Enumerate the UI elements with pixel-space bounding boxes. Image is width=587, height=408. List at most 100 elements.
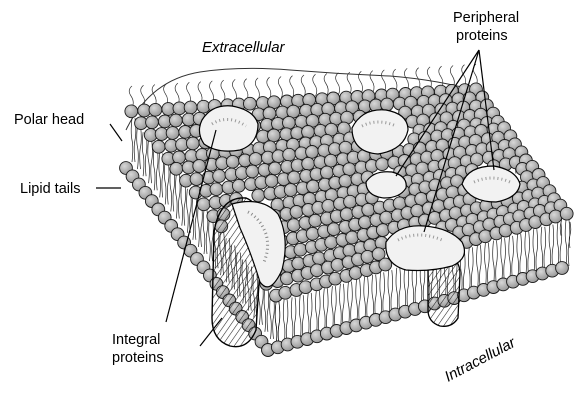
lipid-tail	[324, 74, 328, 96]
lipid-tail	[348, 282, 350, 328]
lipid-tail	[477, 245, 479, 291]
label-peripheral-line2: proteins	[456, 28, 508, 44]
polar-head	[146, 116, 159, 129]
polar-head	[311, 264, 324, 277]
polar-head	[184, 101, 197, 114]
lipid-tail	[370, 71, 374, 93]
polar-head	[376, 224, 389, 237]
label-intracellular: Intracellular	[442, 334, 519, 386]
lipid-tail	[267, 77, 271, 99]
polar-head	[269, 162, 282, 175]
lipid-tail	[517, 234, 519, 280]
polar-head	[292, 257, 305, 270]
polar-head	[331, 259, 344, 272]
polar-head	[173, 151, 186, 164]
polar-head	[149, 103, 162, 116]
lipid-tail	[565, 220, 567, 266]
polar-head	[340, 208, 353, 221]
lipid-tail	[131, 118, 133, 162]
lipid-tail	[313, 74, 317, 96]
lipid-tail	[159, 153, 161, 197]
lipid-tail	[533, 229, 535, 275]
lipid-tail	[347, 72, 351, 94]
lipid-tail	[137, 125, 139, 169]
lipid-tail	[198, 203, 200, 247]
polar-head	[344, 195, 357, 208]
polar-head	[283, 116, 296, 129]
polar-head-leader	[110, 124, 122, 141]
lipid-tail	[340, 284, 342, 330]
lipid-tail	[544, 227, 546, 273]
polar-head	[210, 183, 223, 196]
polar-head	[283, 148, 296, 161]
polar-head	[556, 262, 569, 275]
polar-head	[281, 272, 294, 285]
polar-head	[346, 231, 359, 244]
polar-head	[170, 114, 183, 127]
polar-head	[327, 223, 340, 236]
lipid-tail	[356, 279, 358, 325]
polar-head	[294, 243, 307, 256]
polar-head	[246, 165, 259, 178]
polar-head	[306, 227, 319, 240]
lipid-tail	[267, 288, 269, 332]
lipid-tail	[209, 217, 211, 261]
polar-head	[166, 127, 179, 140]
lipid-tail	[255, 78, 259, 100]
lipid-tail	[176, 175, 178, 219]
polar-head	[244, 97, 257, 110]
lipid-tail	[359, 279, 361, 325]
lipid-tail	[164, 161, 166, 205]
lipid-tail	[232, 79, 236, 101]
lipid-tail	[203, 210, 205, 254]
lipid-tail	[170, 168, 172, 212]
lipid-tail	[278, 77, 282, 99]
polar-head	[193, 160, 206, 173]
lipid-tail	[407, 266, 409, 312]
lipid-tail	[290, 76, 294, 98]
peripheral-protein-2	[366, 172, 406, 198]
lipid-tail	[167, 161, 169, 205]
label-peripheral-line1: Peripheral	[453, 10, 519, 26]
lipid-tail	[336, 73, 340, 95]
label-extracellular: Extracellular	[202, 39, 286, 56]
polar-head	[361, 250, 374, 263]
polar-head	[306, 146, 319, 159]
lipid-tail	[153, 146, 155, 190]
polar-head	[252, 189, 265, 202]
polar-head	[249, 153, 262, 166]
integral-protein-front	[212, 198, 285, 347]
lipid-tail	[270, 295, 272, 339]
polar-head	[284, 184, 297, 197]
polar-head	[381, 98, 394, 111]
lipid-tail	[501, 238, 503, 284]
label-integral-line2: proteins	[112, 350, 164, 366]
polar-heads-layer	[120, 83, 573, 357]
lipid-tail	[142, 132, 144, 176]
label-polar-head: Polar head	[14, 112, 84, 128]
polar-head	[186, 137, 199, 150]
polar-head	[265, 175, 278, 188]
lipid-tail	[301, 75, 305, 97]
polar-head	[290, 206, 303, 219]
lipid-tail	[307, 293, 309, 339]
lipid-tail	[393, 69, 397, 91]
polar-head	[560, 207, 573, 220]
polar-head	[321, 166, 334, 179]
polar-head	[232, 179, 245, 192]
lipid-tail	[525, 231, 527, 277]
polar-head	[302, 157, 315, 170]
lipid-tail	[549, 225, 551, 271]
polar-head	[307, 180, 320, 193]
lipid-tail	[493, 241, 495, 287]
lipid-tail	[264, 288, 266, 332]
lipid-tail	[504, 238, 506, 284]
polar-head	[359, 216, 372, 229]
polar-head	[309, 214, 322, 227]
lipid-tail	[396, 268, 398, 314]
lipid-tail	[557, 222, 559, 268]
lipid-tail	[469, 247, 471, 293]
lipid-tail	[485, 243, 487, 289]
lipid-tail	[291, 297, 293, 343]
